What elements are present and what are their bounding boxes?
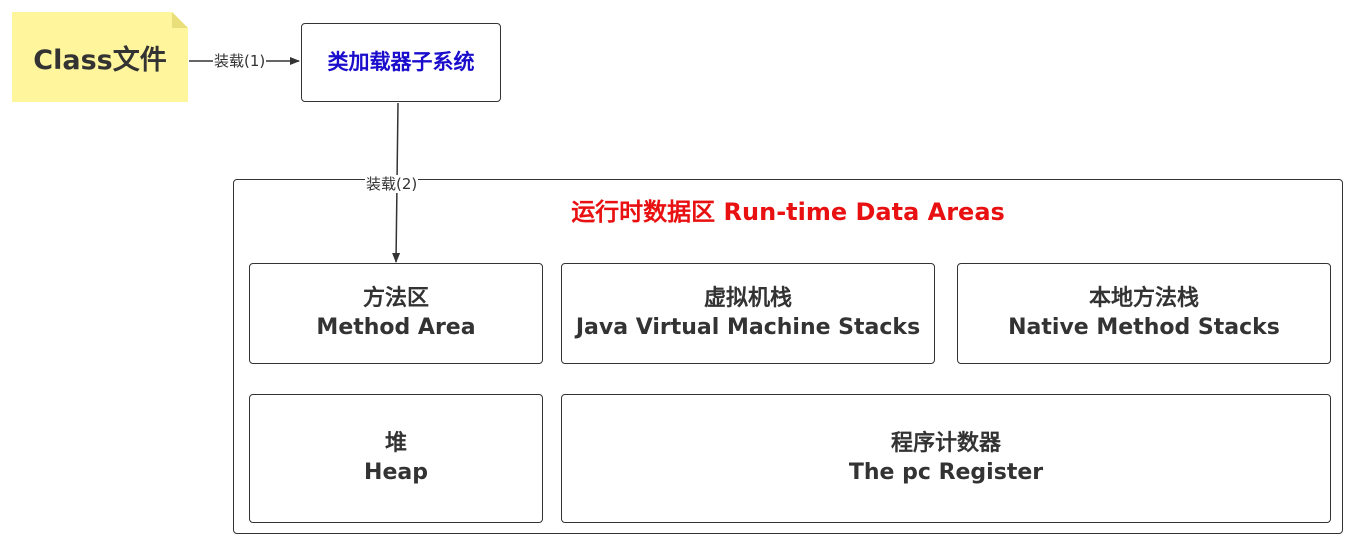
area-label-en: The pc Register	[848, 459, 1044, 485]
heap-box: 堆 Heap	[249, 394, 543, 523]
class-file-note: Class文件	[12, 12, 188, 102]
edge-label-load-1: 装载(1)	[213, 52, 267, 70]
class-loader-subsystem-box: 类加载器子系统	[301, 23, 501, 102]
area-label-zh: 程序计数器	[890, 430, 1001, 456]
area-label-en: Heap	[364, 459, 428, 485]
class-loader-label: 类加载器子系统	[327, 49, 475, 74]
edge-label-load-2: 装载(2)	[365, 175, 419, 193]
area-label-en: Native Method Stacks	[1008, 314, 1280, 340]
area-label-zh: 堆	[384, 430, 407, 456]
jvm-stacks-box: 虚拟机栈 Java Virtual Machine Stacks	[561, 263, 935, 364]
pc-register-box: 程序计数器 The pc Register	[561, 394, 1331, 523]
runtime-data-areas-title: 运行时数据区 Run-time Data Areas	[571, 198, 1005, 226]
area-label-zh: 方法区	[362, 285, 429, 311]
area-label-zh: 虚拟机栈	[703, 285, 792, 311]
area-label-en: Java Virtual Machine Stacks	[575, 314, 921, 340]
area-label-en: Method Area	[316, 314, 476, 340]
native-method-stacks-box: 本地方法栈 Native Method Stacks	[957, 263, 1331, 364]
area-label-zh: 本地方法栈	[1088, 285, 1199, 311]
class-file-label: Class文件	[33, 44, 167, 76]
method-area-box: 方法区 Method Area	[249, 263, 543, 364]
